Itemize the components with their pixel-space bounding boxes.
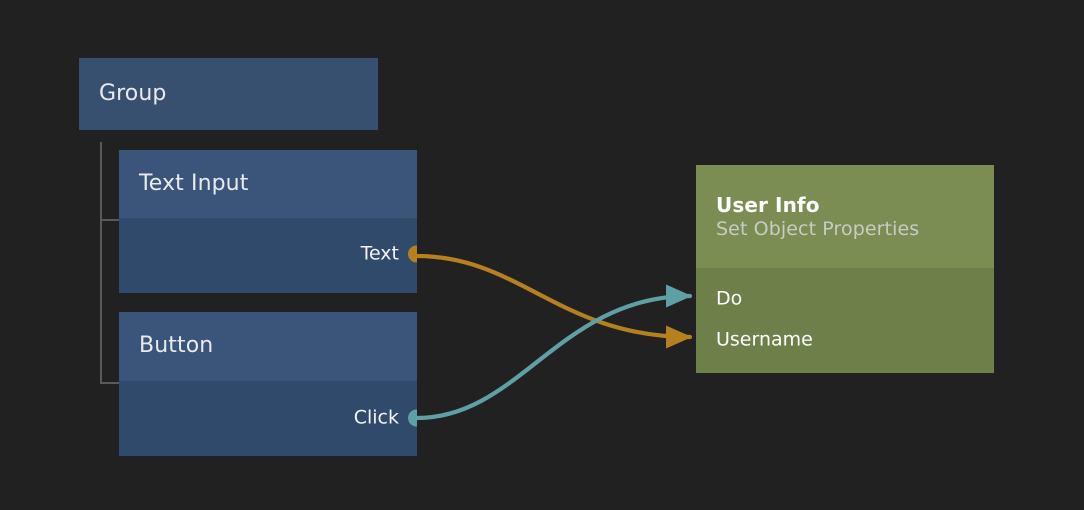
teal-port-dot[interactable] [408,409,417,427]
node-button-header: Button [119,312,417,381]
node-button[interactable]: Button Click [119,312,417,456]
node-button-body: Click [119,381,417,456]
port-out-click[interactable]: Click [353,406,417,429]
port-in-username-label: Username [716,328,813,351]
node-text-input-header: Text Input [119,150,417,218]
port-out-text[interactable]: Text [360,242,417,265]
port-in-do-label: Do [716,287,743,310]
group-bracket-stub-button [100,382,120,384]
orange-port-dot[interactable] [408,245,417,263]
connection-click-to-do [414,284,693,421]
node-user-info-header: User Info Set Object Properties [696,165,994,268]
group-bracket-vertical [100,142,102,384]
node-group[interactable]: Group [79,58,378,130]
node-user-info-body: Do Username [696,268,994,373]
node-group-title: Group [99,80,167,106]
node-text-input-body: Text [119,218,417,293]
port-in-do[interactable]: Do [696,287,743,310]
group-bracket-stub-text-input [100,219,120,221]
node-text-input-title: Text Input [139,170,249,196]
port-out-text-label: Text [360,242,399,265]
node-user-info-subtitle: Set Object Properties [716,218,920,241]
port-out-click-label: Click [353,406,399,429]
node-user-info-title: User Info [716,193,820,218]
connection-text-to-username [414,253,693,349]
port-in-username[interactable]: Username [696,328,813,351]
node-user-info[interactable]: User Info Set Object Properties Do Usern… [696,165,994,373]
node-group-header: Group [79,58,378,130]
node-button-title: Button [139,333,214,359]
node-text-input[interactable]: Text Input Text [119,150,417,293]
